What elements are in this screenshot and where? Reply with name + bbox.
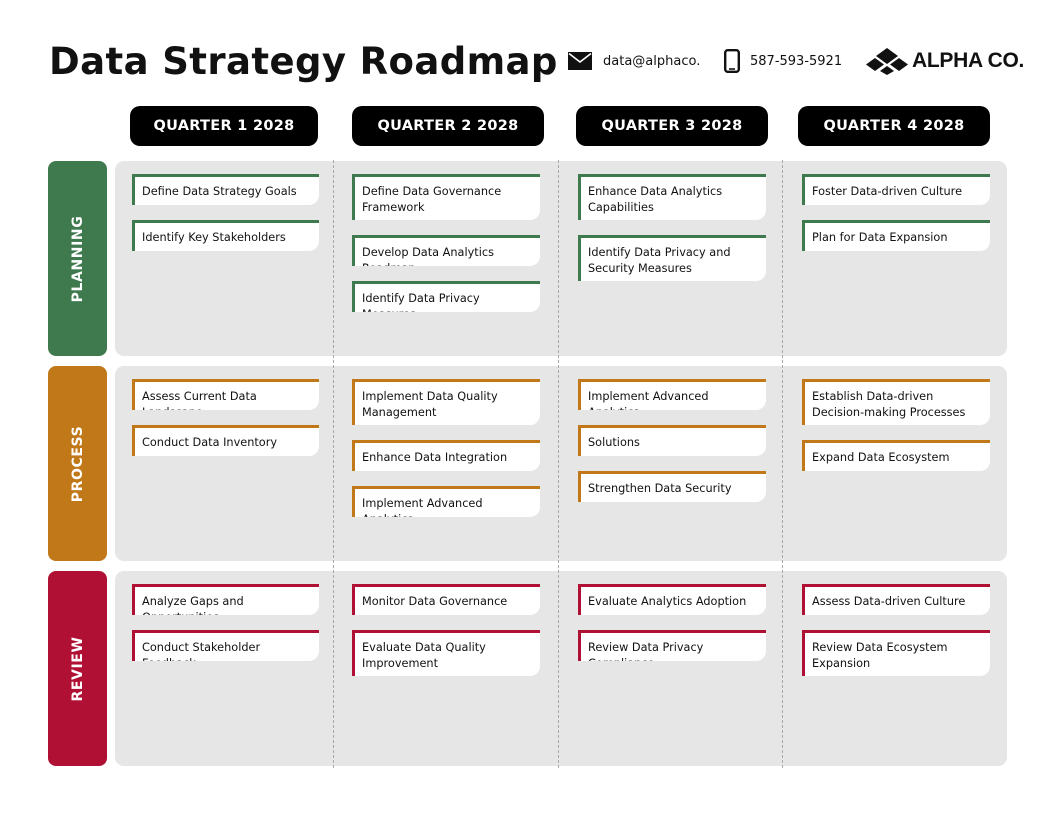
task-text: Establish Data-driven Decision-making Pr… [812,390,966,419]
task-card[interactable]: Implement Advanced Analytics [352,486,540,517]
task-card[interactable]: Foster Data-driven Culture [802,174,990,205]
task-card[interactable]: Strengthen Data Security [578,471,766,502]
task-card[interactable]: Expand Data Ecosystem [802,440,990,471]
task-text: Evaluate Data Quality Improvement [362,641,486,670]
row-label-review: REVIEW [48,571,107,766]
task-text: Conduct Stakeholder Feedback [142,641,261,661]
task-text: Identify Key Stakeholders [142,231,286,244]
task-text: Define Data Governance Framework [362,185,502,214]
task-text: Solutions [588,436,640,449]
row-label-text: PLANNING [69,215,86,302]
task-text: Monitor Data Governance [362,595,508,608]
phone-text: 587-593-5921 [750,53,843,69]
task-text: Assess Current Data Landscape [142,390,257,410]
task-card[interactable]: Review Data Ecosystem Expansion [802,630,990,676]
column-divider [333,160,334,768]
quarter-header-4: QUARTER 4 2028 [798,106,990,146]
email-icon [568,52,592,70]
task-card[interactable]: Enhance Data Integration [352,440,540,471]
task-text: Plan for Data Expansion [812,231,948,244]
task-card[interactable]: Assess Current Data Landscape [132,379,319,410]
task-text: Expand Data Ecosystem [812,451,950,464]
task-card[interactable]: Define Data Governance Framework [352,174,540,220]
brand-name: ALPHA CO. [912,49,1025,72]
contact-email[interactable]: data@alphaco. [568,50,700,72]
contact-phone[interactable]: 587-593-5921 [724,49,843,73]
row-label-text: REVIEW [69,636,86,701]
task-text: Analyze Gaps and Opportunities [142,595,244,615]
column-divider [558,160,559,768]
row-label-text: PROCESS [69,425,86,502]
task-text: Identify Data Privacy and Security Measu… [588,246,731,275]
task-text: Strengthen Data Security [588,482,732,495]
brand-logo: ALPHA CO. [866,46,1024,76]
task-card[interactable]: Enhance Data Analytics Capabilities [578,174,766,220]
quarter-header-3: QUARTER 3 2028 [576,106,768,146]
task-card[interactable]: Identify Key Stakeholders [132,220,319,251]
task-card[interactable]: Develop Data Analytics Roadmap [352,235,540,266]
task-card[interactable]: Identify Data Privacy and Security Measu… [578,235,766,281]
task-text: Evaluate Analytics Adoption [588,595,747,608]
task-text: Conduct Data Inventory [142,436,278,449]
task-text: Enhance Data Integration [362,451,508,464]
task-card[interactable]: Define Data Strategy Goals [132,174,319,205]
column-divider [782,160,783,768]
row-label-planning: PLANNING [48,161,107,356]
task-text: Review Data Ecosystem Expansion [812,641,948,670]
task-card[interactable]: Assess Data-driven Culture [802,584,990,615]
task-text: Assess Data-driven Culture [812,595,966,608]
phone-icon [724,49,740,73]
task-card[interactable]: Plan for Data Expansion [802,220,990,251]
task-text: Foster Data-driven Culture [812,185,963,198]
task-text: Implement Advanced Analytics [588,390,709,410]
task-card[interactable]: Establish Data-driven Decision-making Pr… [802,379,990,425]
task-card[interactable]: Conduct Data Inventory [132,425,319,456]
email-text: data@alphaco. [603,53,701,69]
task-text: Enhance Data Analytics Capabilities [588,185,723,214]
task-card[interactable]: Identify Data Privacy Measures [352,281,540,312]
task-card[interactable]: Evaluate Analytics Adoption [578,584,766,615]
task-card[interactable]: Monitor Data Governance [352,584,540,615]
task-text: Implement Data Quality Management [362,390,498,419]
task-card[interactable]: Evaluate Data Quality Improvement [352,630,540,676]
task-text: Implement Advanced Analytics [362,497,483,517]
task-card[interactable]: Implement Data Quality Management [352,379,540,425]
task-card[interactable]: Solutions [578,425,766,456]
task-card[interactable]: Conduct Stakeholder Feedback [132,630,319,661]
quarter-header-1: QUARTER 1 2028 [130,106,318,146]
row-label-process: PROCESS [48,366,107,561]
page-title: Data Strategy Roadmap [49,40,558,83]
quarter-header-2: QUARTER 2 2028 [352,106,544,146]
task-card[interactable]: Analyze Gaps and Opportunities [132,584,319,615]
task-text: Identify Data Privacy Measures [362,292,480,312]
task-text: Develop Data Analytics Roadmap [362,246,494,266]
task-card[interactable]: Implement Advanced Analytics [578,379,766,410]
diamond-logo-icon [866,48,908,75]
task-card[interactable]: Review Data Privacy Compliance [578,630,766,661]
task-text: Define Data Strategy Goals [142,185,297,198]
task-text: Review Data Privacy Compliance [588,641,704,661]
